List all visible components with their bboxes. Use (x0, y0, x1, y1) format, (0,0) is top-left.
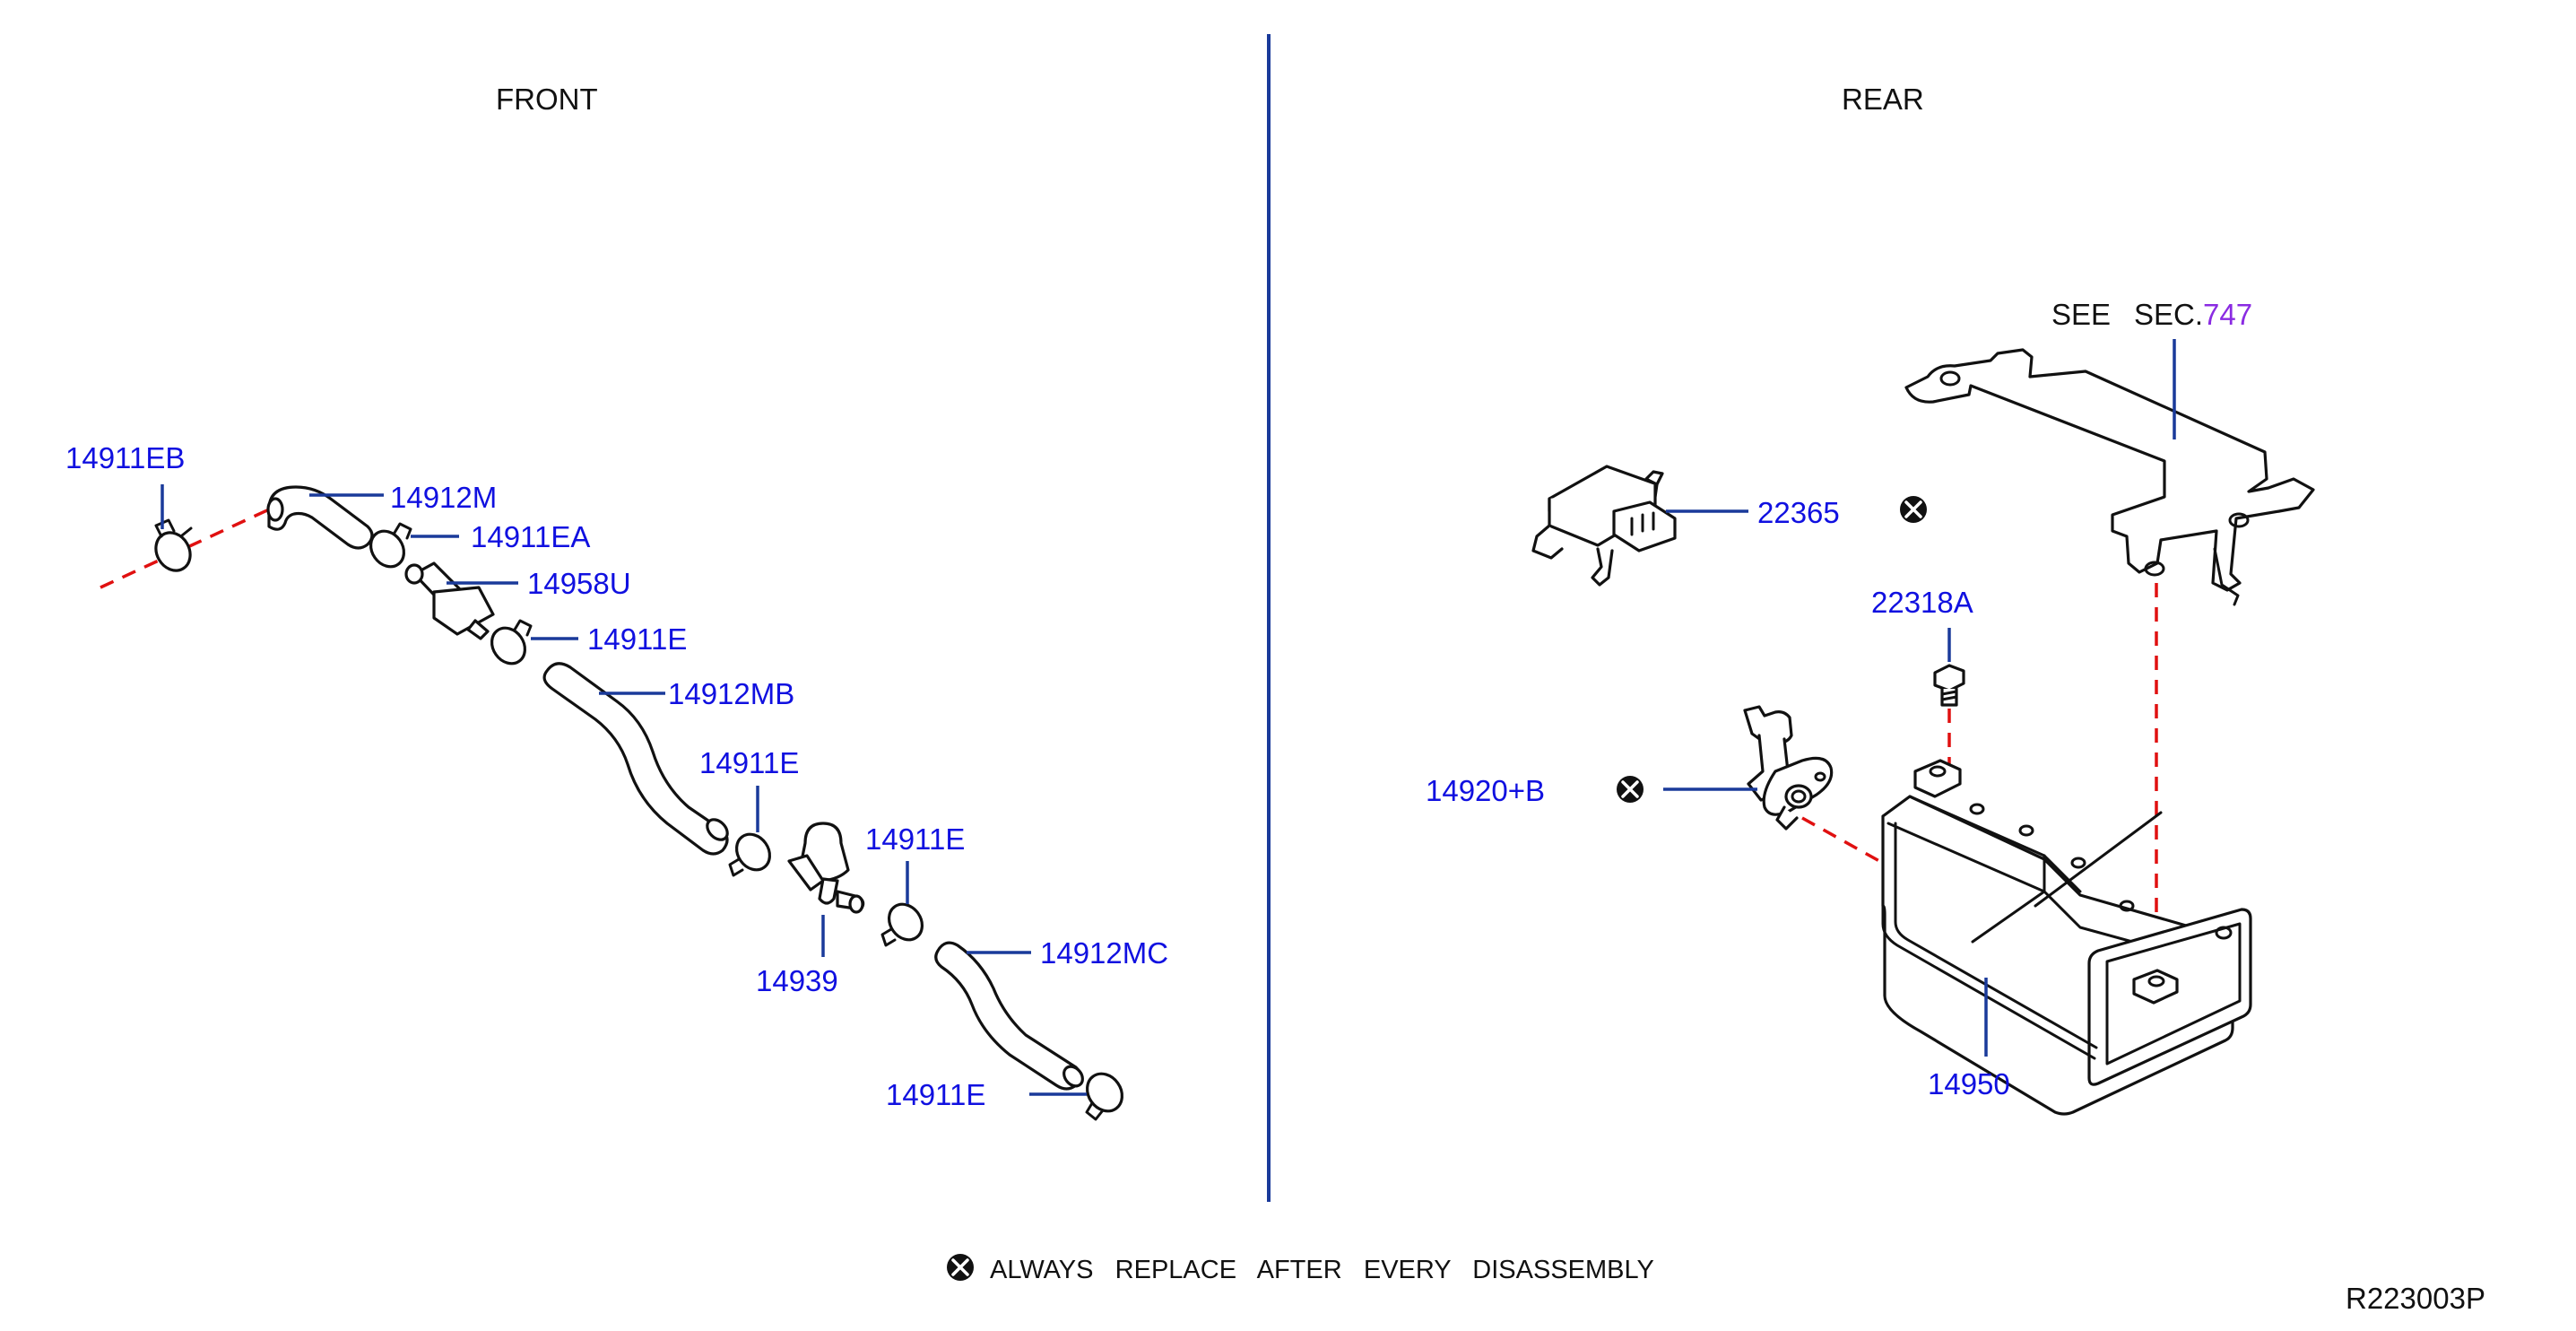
label-14911EB[interactable]: 14911EB (65, 441, 185, 474)
sec-label: SEC. (2134, 298, 2203, 331)
dashed-valve-to-canister (1801, 816, 1880, 863)
label-14920B[interactable]: 14920+B (1426, 774, 1545, 807)
clamp-14911E-c[interactable] (880, 898, 929, 947)
label-22318A[interactable]: 22318A (1871, 586, 1973, 619)
label-22365[interactable]: 22365 (1757, 496, 1840, 529)
hose-14912MC[interactable] (934, 941, 1087, 1091)
bracket[interactable] (1904, 348, 2315, 606)
label-14950[interactable]: 14950 (1928, 1067, 2010, 1100)
replace-mark-icon (947, 1254, 974, 1281)
label-14911E-c[interactable]: 14911E (865, 822, 965, 856)
see-sec-text: SEE SEC.747 (2051, 298, 2252, 331)
label-14939[interactable]: 14939 (756, 964, 838, 997)
label-14912M[interactable]: 14912M (390, 481, 497, 514)
see-label: SEE (2051, 298, 2111, 331)
legend-text: ALWAYS REPLACE AFTER EVERY DISASSEMBLY (990, 1256, 1654, 1284)
clamp-14911E-d[interactable] (1080, 1067, 1130, 1121)
label-14911E-b[interactable]: 14911E (699, 746, 799, 779)
diagram-code: R223003P (2346, 1282, 2485, 1315)
sensor-22365[interactable] (1531, 465, 1677, 587)
bolt-22318A[interactable] (1933, 664, 1965, 707)
front-section-title: FRONT (496, 83, 598, 116)
hose-14912M[interactable] (266, 485, 374, 550)
label-14912MC[interactable]: 14912MC (1040, 936, 1168, 970)
clamp-14911EB[interactable] (149, 518, 196, 577)
label-14911E-d[interactable]: 14911E (886, 1078, 985, 1111)
sec-number-link[interactable]: 747 (2203, 298, 2252, 331)
clamp-14911EA[interactable] (364, 522, 412, 573)
label-14958U[interactable]: 14958U (527, 567, 631, 600)
label-14911E-a[interactable]: 14911E (587, 622, 687, 656)
canister-14950[interactable] (1881, 759, 2252, 1116)
clamp-14911E-a[interactable] (485, 619, 533, 670)
replace-mark-icon (1900, 496, 1927, 523)
hose-14912MB[interactable] (542, 662, 731, 856)
clamp-14911E-b[interactable] (728, 828, 776, 877)
valve-14939[interactable] (787, 822, 865, 914)
valve-14958U[interactable] (404, 561, 495, 640)
valve-14920B[interactable] (1743, 705, 1834, 831)
label-14911EA[interactable]: 14911EA (471, 520, 590, 553)
front-dashed-connector (100, 508, 270, 589)
rear-section-title: REAR (1842, 83, 1924, 116)
label-14912MB[interactable]: 14912MB (668, 677, 794, 710)
replace-mark-icon (1617, 776, 1644, 803)
